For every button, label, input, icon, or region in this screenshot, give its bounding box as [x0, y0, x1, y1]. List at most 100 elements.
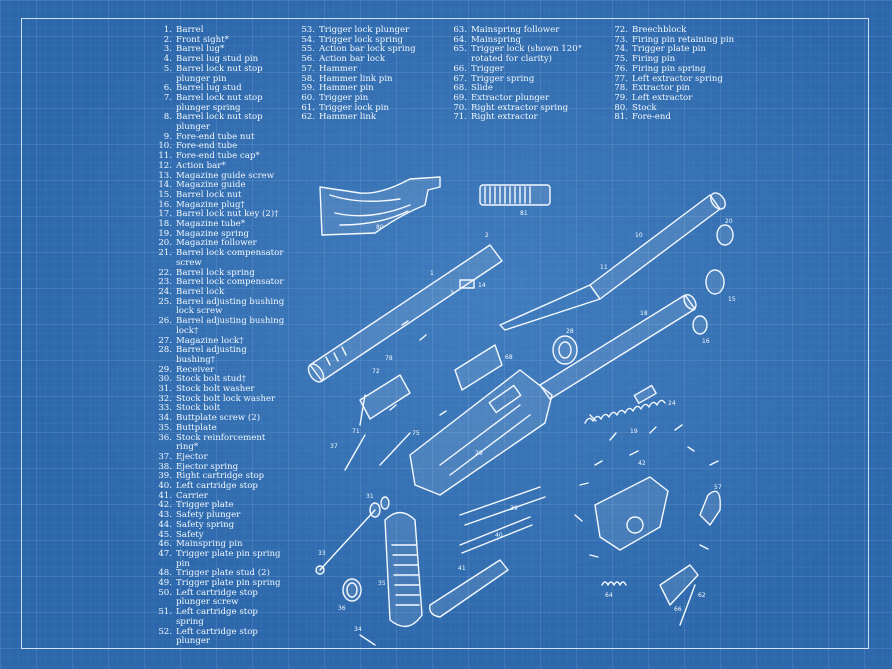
legend-item-label: Trigger plate pin spring pin: [176, 548, 281, 569]
callout-29: 29: [475, 450, 483, 457]
legend-item-number: 77.: [614, 73, 628, 84]
callout-15: 15: [728, 296, 736, 303]
part-hammer: 57: [699, 484, 722, 526]
legend-item-label: Left extractor: [632, 92, 693, 103]
legend-item-label: Safety: [176, 529, 204, 540]
legend-item-label: Firing pin retaining pin: [632, 34, 735, 45]
legend-item-number: 10.: [158, 141, 172, 152]
legend-item-label: Barrel lug stud: [176, 83, 242, 94]
legend-item-label: Hammer: [319, 63, 358, 74]
legend-item-label: Barrel lock: [176, 286, 225, 297]
legend-item-number: 66.: [453, 63, 467, 74]
callout-64: 64: [605, 592, 613, 599]
legend-item-label: Barrel adjusting bushing lock†: [176, 316, 285, 336]
legend-item-number: 20.: [158, 238, 172, 249]
legend-item-label: Stock bolt washer: [176, 384, 255, 395]
legend-item: 71.Right extractor: [445, 113, 605, 123]
part-trigger: 66: [659, 564, 699, 613]
callout-16: 16: [702, 338, 710, 345]
legend-item-label: Right extractor: [471, 112, 538, 123]
legend-item: 63.Mainspring follower: [445, 25, 605, 36]
legend-item-number: 27.: [158, 335, 172, 346]
legend-item-label: Magazine follower: [176, 238, 257, 249]
callout-34: 34: [354, 626, 362, 633]
legend-item: 74. Trigger plate pin: [606, 45, 766, 55]
legend-item: 79.Left extractor: [606, 92, 766, 104]
legend-item-number: 11.: [158, 151, 172, 162]
legend-item-label: Left cartridge stop: [176, 481, 258, 492]
legend-item: 31.Stock bolt washer: [150, 384, 288, 395]
part-reinforcement-ring: 36: [338, 578, 362, 612]
legend-item-number: 29.: [158, 364, 172, 375]
legend-item-number: 28.: [158, 345, 172, 356]
legend-item-label: Trigger plate: [176, 500, 234, 511]
part-ejector: 37 14: [330, 279, 486, 471]
legend-item-label: Stock: [632, 102, 657, 113]
legend-item: 64.Mainspring: [445, 35, 605, 46]
legend-item: 70.Right extractor spring: [445, 103, 605, 114]
legend-item-label: Barrel lock compensator screw: [176, 248, 284, 268]
legend-item-number: 42.: [158, 500, 172, 511]
legend-item-label: Mainspring pin: [176, 539, 243, 550]
legend-item: 80.Stock: [606, 102, 766, 114]
legend-item: 61. Trigger lock pin: [293, 102, 443, 114]
part-magazine-spring: 19: [584, 399, 666, 435]
legend-item-number: 72.: [614, 25, 628, 35]
legend-item-label: Receiver: [176, 364, 215, 375]
part-slide: 68: [454, 344, 513, 391]
legend-item: 68.Slide: [445, 84, 605, 94]
part-trigger-plate: 42: [594, 460, 669, 551]
legend-item: 57.Hammer: [293, 63, 443, 75]
legend-item: 62.Hammer link: [293, 113, 443, 123]
legend-item-number: 48.: [158, 568, 172, 579]
part-buttplate: 35: [378, 511, 423, 628]
legend-item-number: 58.: [301, 73, 315, 84]
legend-item-label: Hammer pin: [319, 83, 374, 94]
legend-item-label: Firing pin spring: [632, 63, 706, 74]
legend-item-number: 9.: [163, 131, 172, 142]
legend-item-number: 39.: [158, 471, 172, 482]
callout-36: 36: [338, 605, 346, 612]
legend-item-number: 43.: [158, 510, 172, 521]
legend-item-label: Trigger: [471, 63, 504, 74]
legend-item-label: Barrel lock nut: [176, 189, 242, 200]
legend-item: 27.Magazine lock†: [150, 335, 288, 347]
legend-item: 55.Action bar lock spring: [293, 45, 443, 55]
legend-item: 14.Magazine guide: [150, 181, 288, 191]
legend-item: 51.Left cartridge stop spring: [150, 607, 288, 627]
part-magazine-tube: 18: [539, 294, 697, 400]
legend-item-number: 74.: [614, 44, 628, 55]
legend-item: 19.Magazine spring: [150, 228, 288, 240]
legend-item-label: Magazine tube*: [176, 219, 246, 230]
legend-item-label: Front sight*: [176, 34, 229, 45]
part-washers: 31: [366, 493, 390, 518]
callout-28: 28: [566, 328, 574, 335]
legend-item-number: 62.: [301, 112, 315, 123]
legend-item: 45.Safety: [150, 529, 288, 541]
legend-item: 46.Mainspring pin: [150, 540, 288, 550]
legend-item-label: Action bar*: [176, 160, 226, 171]
legend-item: 12.Action bar*: [150, 160, 288, 172]
legend-item-label: Action bar lock spring: [319, 44, 416, 55]
legend-item-label: Trigger lock pin: [319, 102, 389, 113]
legend-item: 39.Right cartridge stop: [150, 472, 288, 482]
legend-item: 52.Left cartridge stop plunger: [150, 626, 288, 647]
legend-item-number: 26.: [158, 316, 172, 327]
callout-71: 71: [352, 428, 360, 435]
legend-item-number: 19.: [158, 228, 172, 239]
legend-item: 21.Barrel lock compensator screw: [150, 248, 288, 268]
callout-66: 66: [674, 606, 682, 613]
legend-item: 6.Barrel lug stud: [150, 84, 288, 94]
legend-item-number: 52.: [158, 626, 172, 637]
legend-item: 24.Barrel lock: [150, 286, 288, 298]
legend-item: 73.Firing pin retaining pin: [606, 34, 766, 46]
legend-item-label: Trigger plate pin: [632, 44, 706, 55]
legend-item-number: 76.: [614, 63, 628, 74]
legend-item: 58.Hammer link pin: [293, 73, 443, 85]
legend-item: 20. Magazine follower: [150, 239, 288, 249]
legend-item: 78.Extractor pin: [606, 84, 766, 94]
legend-item-number: 44.: [158, 519, 172, 530]
legend-item-label: Safety plunger: [176, 510, 241, 521]
legend-item-number: 61.: [301, 102, 315, 113]
callout-72: 72: [372, 368, 380, 375]
